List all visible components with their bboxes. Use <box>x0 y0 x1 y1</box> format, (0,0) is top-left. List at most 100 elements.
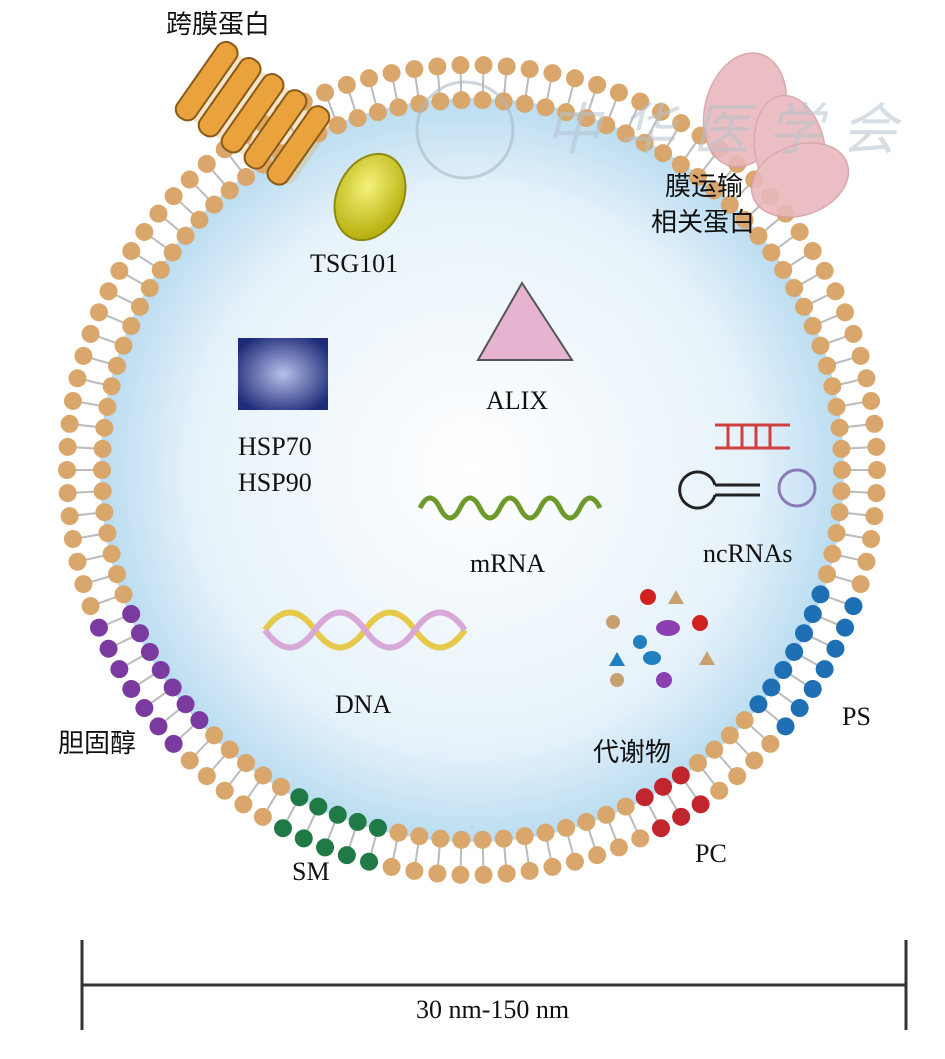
lipid-tail <box>86 512 97 516</box>
lipid-head <box>220 740 239 759</box>
lipid-head <box>180 751 199 770</box>
lipid-tail <box>77 423 88 427</box>
lipid-bilayer <box>58 56 886 884</box>
lipid-head <box>830 503 849 522</box>
lipid-tail <box>414 76 418 88</box>
lipid-head <box>671 155 690 174</box>
lipid-tail <box>707 775 716 785</box>
lipid-tail <box>80 535 91 539</box>
lipid-tail <box>137 254 147 262</box>
lipid-tail <box>763 223 773 232</box>
lipid-head <box>826 282 845 301</box>
lipid-tail <box>228 775 237 785</box>
label-mrna: mRNA <box>470 549 546 578</box>
lipid-head <box>616 124 635 143</box>
lipid-head <box>164 187 183 206</box>
label-metabolites: 代谢物 <box>593 738 672 767</box>
lipid-tail <box>818 639 829 647</box>
lipid-head <box>515 94 534 113</box>
lipid-head <box>857 369 876 388</box>
lipid-head <box>93 482 112 501</box>
lipid-tail <box>839 554 851 559</box>
lipid-tail <box>164 714 174 723</box>
lipid-tail <box>85 556 96 561</box>
lipid-tail <box>810 635 821 643</box>
lipid-tail <box>157 241 167 249</box>
lipid-head <box>98 397 117 416</box>
lipid-head <box>348 812 367 831</box>
lipid-tail <box>86 424 97 428</box>
lipid-head <box>851 575 870 594</box>
lipid-tail <box>631 108 638 119</box>
label-tsg101: TSG101 <box>310 249 399 278</box>
lipid-head <box>635 133 654 152</box>
lipid-tail <box>89 533 100 538</box>
lipid-head <box>474 56 493 75</box>
lipid-head <box>135 699 154 718</box>
lipid-head <box>93 439 112 458</box>
lipid-tail <box>749 724 759 734</box>
lipid-head <box>728 767 747 786</box>
lipid-tail <box>547 80 552 91</box>
lipid-head <box>294 829 313 848</box>
lipid-head <box>865 414 884 433</box>
lipid-tail <box>75 491 86 494</box>
lipid-tail <box>526 852 530 864</box>
lipid-tail <box>194 746 204 756</box>
lipid-head <box>151 661 170 680</box>
lipid-head <box>81 597 100 616</box>
lipid-head <box>81 324 100 343</box>
lipid-tail <box>93 381 105 386</box>
lipid-head <box>557 818 576 837</box>
label-pc: PC <box>695 839 727 868</box>
lipid-tail <box>784 235 794 244</box>
lipid-tail <box>285 811 293 822</box>
lipid-head <box>60 507 79 526</box>
lipid-tail <box>185 724 195 734</box>
lipid-tail <box>689 141 697 152</box>
lipid-tail <box>567 835 572 846</box>
lipid-head <box>271 777 290 796</box>
lipid-head <box>543 64 562 83</box>
lipid-head <box>631 92 650 111</box>
lipid-head <box>110 261 129 280</box>
lipid-head <box>410 94 429 113</box>
lipid-tail <box>546 840 551 851</box>
lipid-head <box>215 781 234 800</box>
lipid-tail <box>372 94 377 105</box>
lipid-head <box>565 852 584 871</box>
lipid-head <box>99 282 118 301</box>
lipid-head <box>190 210 209 229</box>
lipid-tail <box>145 673 155 681</box>
lipid-head <box>360 852 379 871</box>
lipid-head <box>197 767 216 786</box>
lipid-tail <box>858 446 869 449</box>
lipid-head <box>452 91 471 110</box>
lipid-tail <box>808 659 819 667</box>
lipid-head <box>114 336 133 355</box>
lipid-tail <box>849 490 860 494</box>
lipid-tail <box>392 80 397 91</box>
lipid-head <box>93 461 111 479</box>
lipid-head <box>803 242 822 261</box>
lipid-tail <box>97 599 108 605</box>
lipid-head <box>494 829 513 848</box>
lipid-tail <box>718 755 727 764</box>
lipid-head <box>63 530 82 549</box>
lipid-head <box>135 222 154 241</box>
lipid-tail <box>266 800 274 811</box>
lipid-tail <box>105 314 116 321</box>
lipid-head <box>811 585 830 604</box>
lipid-head <box>348 109 367 128</box>
lipid-tail <box>503 846 507 857</box>
lipid-head <box>58 484 77 503</box>
lipid-tail <box>137 678 147 686</box>
lipid-tail <box>370 85 375 96</box>
lipid-head <box>827 397 846 416</box>
lipid-head <box>844 324 863 343</box>
lipid-head <box>98 524 117 543</box>
lipid-head <box>497 864 516 883</box>
lipid-tail <box>740 746 750 756</box>
lipid-tail <box>587 100 593 111</box>
